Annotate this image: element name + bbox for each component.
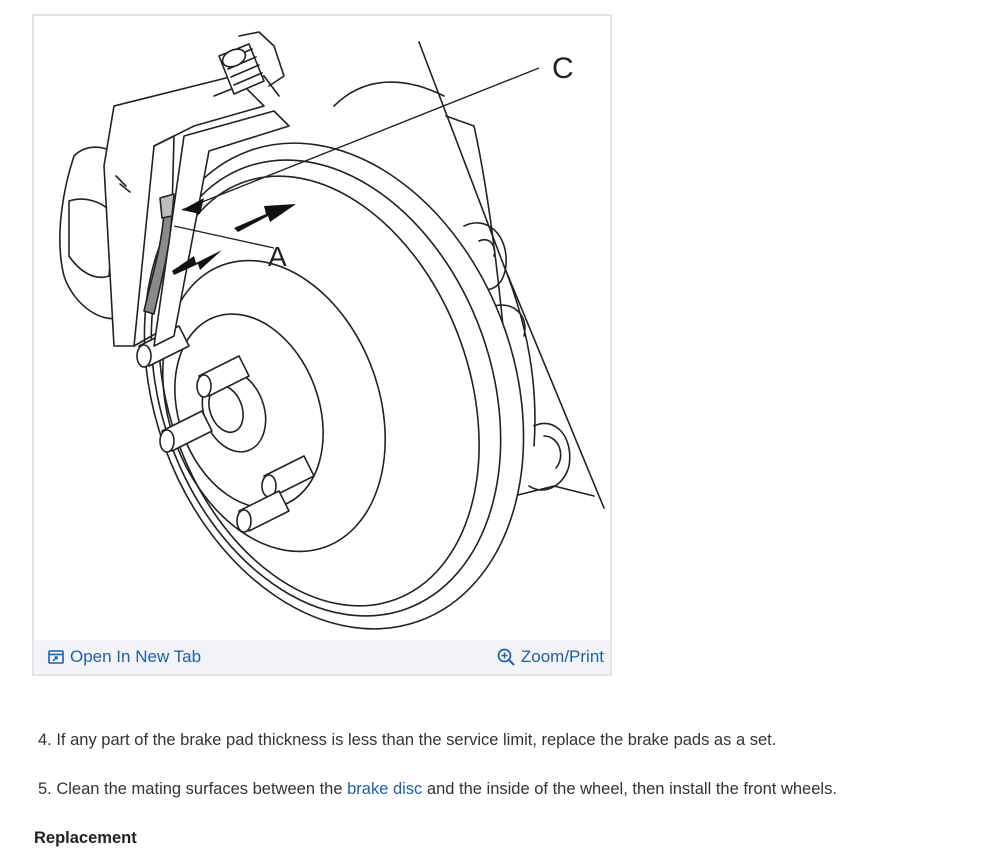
zoom-in-icon	[497, 648, 515, 666]
brake-assembly-illustration: C A	[59, 31, 605, 630]
step-5-text: 5. Clean the mating surfaces between the…	[38, 780, 837, 799]
step-5-after: and the inside of the wheel, then instal…	[422, 780, 837, 798]
open-in-new-tab-link[interactable]: Open In New Tab	[48, 647, 201, 667]
section-heading-replacement: Replacement	[34, 829, 137, 847]
figure-frame: C A Open In New Tab Zoom/Print	[32, 14, 612, 676]
figure-toolbar: Open In New Tab Zoom/Print	[34, 640, 610, 674]
brake-disc-link[interactable]: brake disc	[347, 780, 423, 798]
open-new-tab-icon	[48, 650, 64, 664]
step-4-text: 4. If any part of the brake pad thicknes…	[38, 731, 777, 749]
callout-c: C	[552, 52, 574, 85]
step-5-before: 5. Clean the mating surfaces between the	[38, 780, 348, 798]
open-in-new-tab-label: Open In New Tab	[70, 647, 202, 666]
zoom-print-link[interactable]: Zoom/Print	[497, 647, 604, 667]
callout-a: A	[268, 241, 287, 272]
zoom-print-label: Zoom/Print	[520, 647, 604, 666]
